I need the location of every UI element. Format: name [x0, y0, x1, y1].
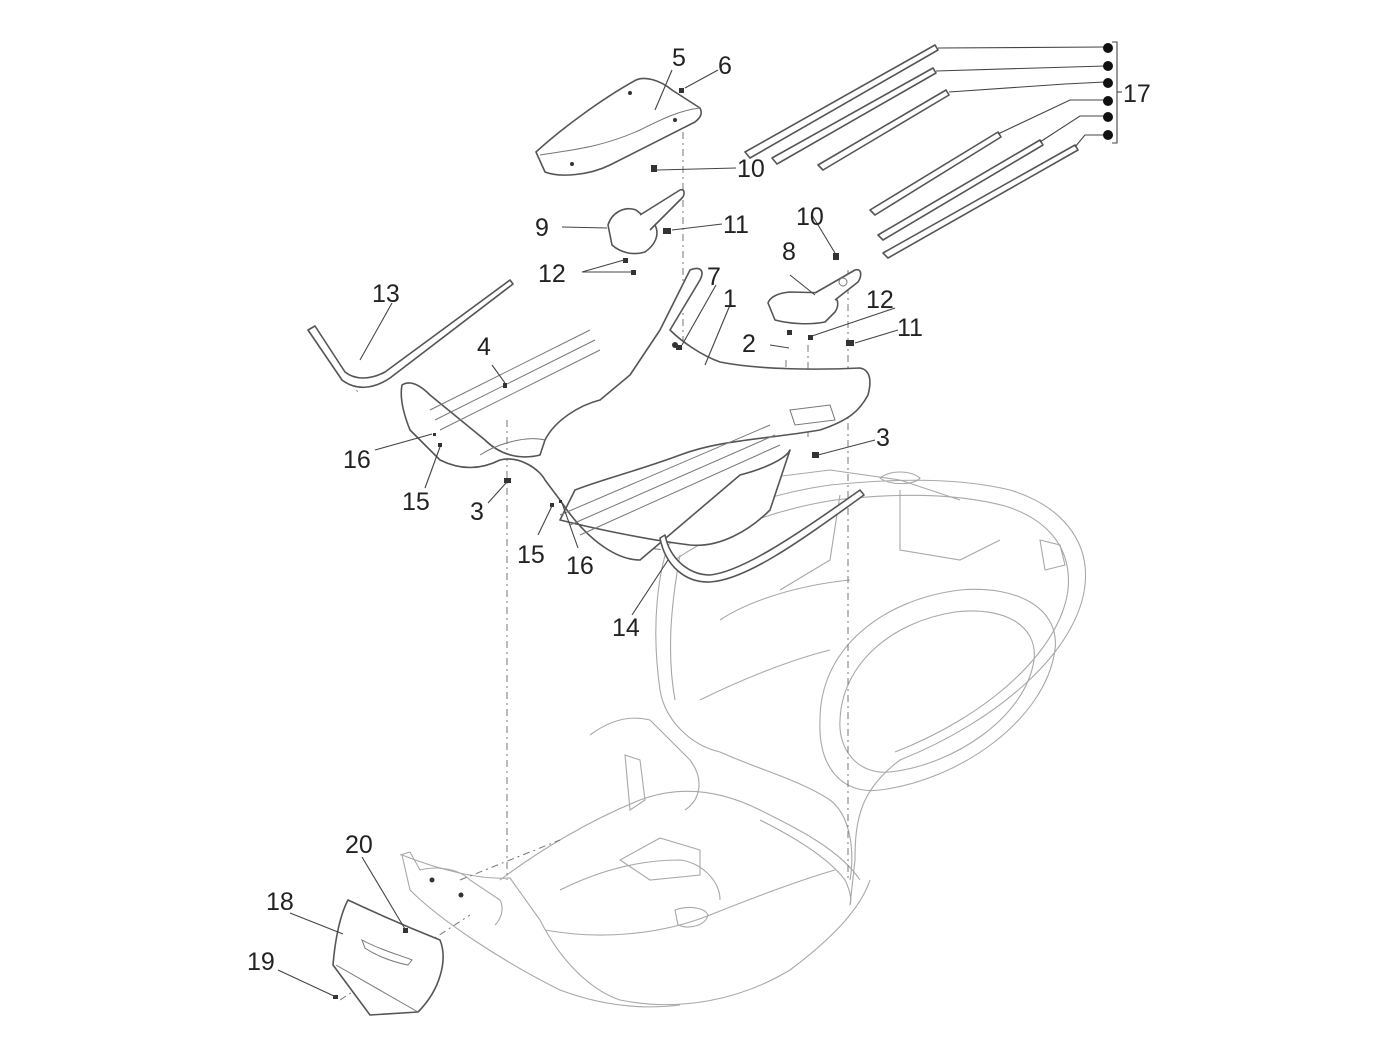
callout-16: 16 — [566, 552, 594, 580]
screw-15b — [550, 503, 554, 507]
callout-7: 7 — [707, 263, 721, 291]
screw-6 — [679, 88, 684, 93]
clip-7 — [676, 345, 682, 350]
fasteners — [333, 88, 854, 999]
callout-11: 11 — [897, 314, 923, 342]
clip-nut-11b — [846, 340, 854, 346]
callout-13: 13 — [372, 280, 400, 308]
rubber-strip — [869, 131, 1002, 216]
clip-20 — [403, 928, 408, 933]
part-17-rubber-strips[interactable] — [744, 41, 1122, 259]
clip-nut-11a — [663, 228, 671, 234]
rubber-strip — [744, 44, 939, 159]
callout-15: 15 — [517, 541, 545, 569]
front-shield-lower — [399, 851, 503, 926]
screw-15a — [438, 443, 442, 447]
callout-4: 4 — [477, 333, 491, 361]
callout-19: 19 — [247, 948, 275, 976]
rubber-strip — [877, 139, 1044, 241]
callout-16: 16 — [343, 446, 371, 474]
screw-12b — [631, 270, 636, 275]
callout-18: 18 — [266, 888, 294, 916]
callout-2: 2 — [742, 330, 756, 358]
washer-16b — [559, 500, 562, 503]
part-13-left-side-trim[interactable] — [307, 279, 514, 389]
callout-9: 9 — [535, 214, 549, 242]
screw-4 — [503, 383, 507, 388]
clip-3a — [504, 478, 511, 483]
callout-14: 14 — [612, 614, 640, 642]
callout-17: 17 — [1123, 80, 1151, 108]
washer-16a — [433, 433, 436, 436]
callout-3: 3 — [876, 424, 890, 452]
screw-12a — [623, 258, 628, 263]
callout-12: 12 — [866, 286, 894, 314]
screw-10a — [651, 165, 657, 172]
callout-6: 6 — [718, 52, 732, 80]
rubber-strip — [771, 67, 937, 165]
rubber-strip — [817, 89, 950, 171]
callout-12: 12 — [538, 260, 566, 288]
part-18-inspection-cover[interactable] — [332, 899, 444, 1016]
screw-12c — [808, 335, 813, 340]
callout-20: 20 — [345, 831, 373, 859]
callout-labels: 5 6 10 11 9 12 7 1 10 8 12 11 2 3 13 4 1… — [247, 44, 1151, 976]
part-9-left-bracket[interactable] — [607, 188, 685, 255]
callout-11: 11 — [723, 211, 749, 239]
callout-5: 5 — [672, 44, 686, 72]
callout-10: 10 — [796, 203, 824, 231]
rubber-strip — [882, 144, 1079, 259]
callout-10: 10 — [737, 155, 765, 183]
part-1-footboard[interactable] — [400, 267, 871, 561]
part-5-central-cover[interactable] — [535, 77, 702, 176]
clip-3b — [812, 452, 819, 458]
screw-2 — [787, 330, 792, 335]
scooter-body — [401, 469, 1087, 1008]
part-14-right-side-trim[interactable] — [659, 489, 865, 583]
callout-3: 3 — [470, 498, 484, 526]
screw-10b — [833, 253, 839, 260]
callout-1: 1 — [723, 285, 737, 313]
part-8-right-bracket[interactable] — [767, 268, 862, 325]
callout-15: 15 — [402, 488, 430, 516]
leader-lines — [277, 69, 899, 998]
callout-8: 8 — [782, 238, 796, 266]
